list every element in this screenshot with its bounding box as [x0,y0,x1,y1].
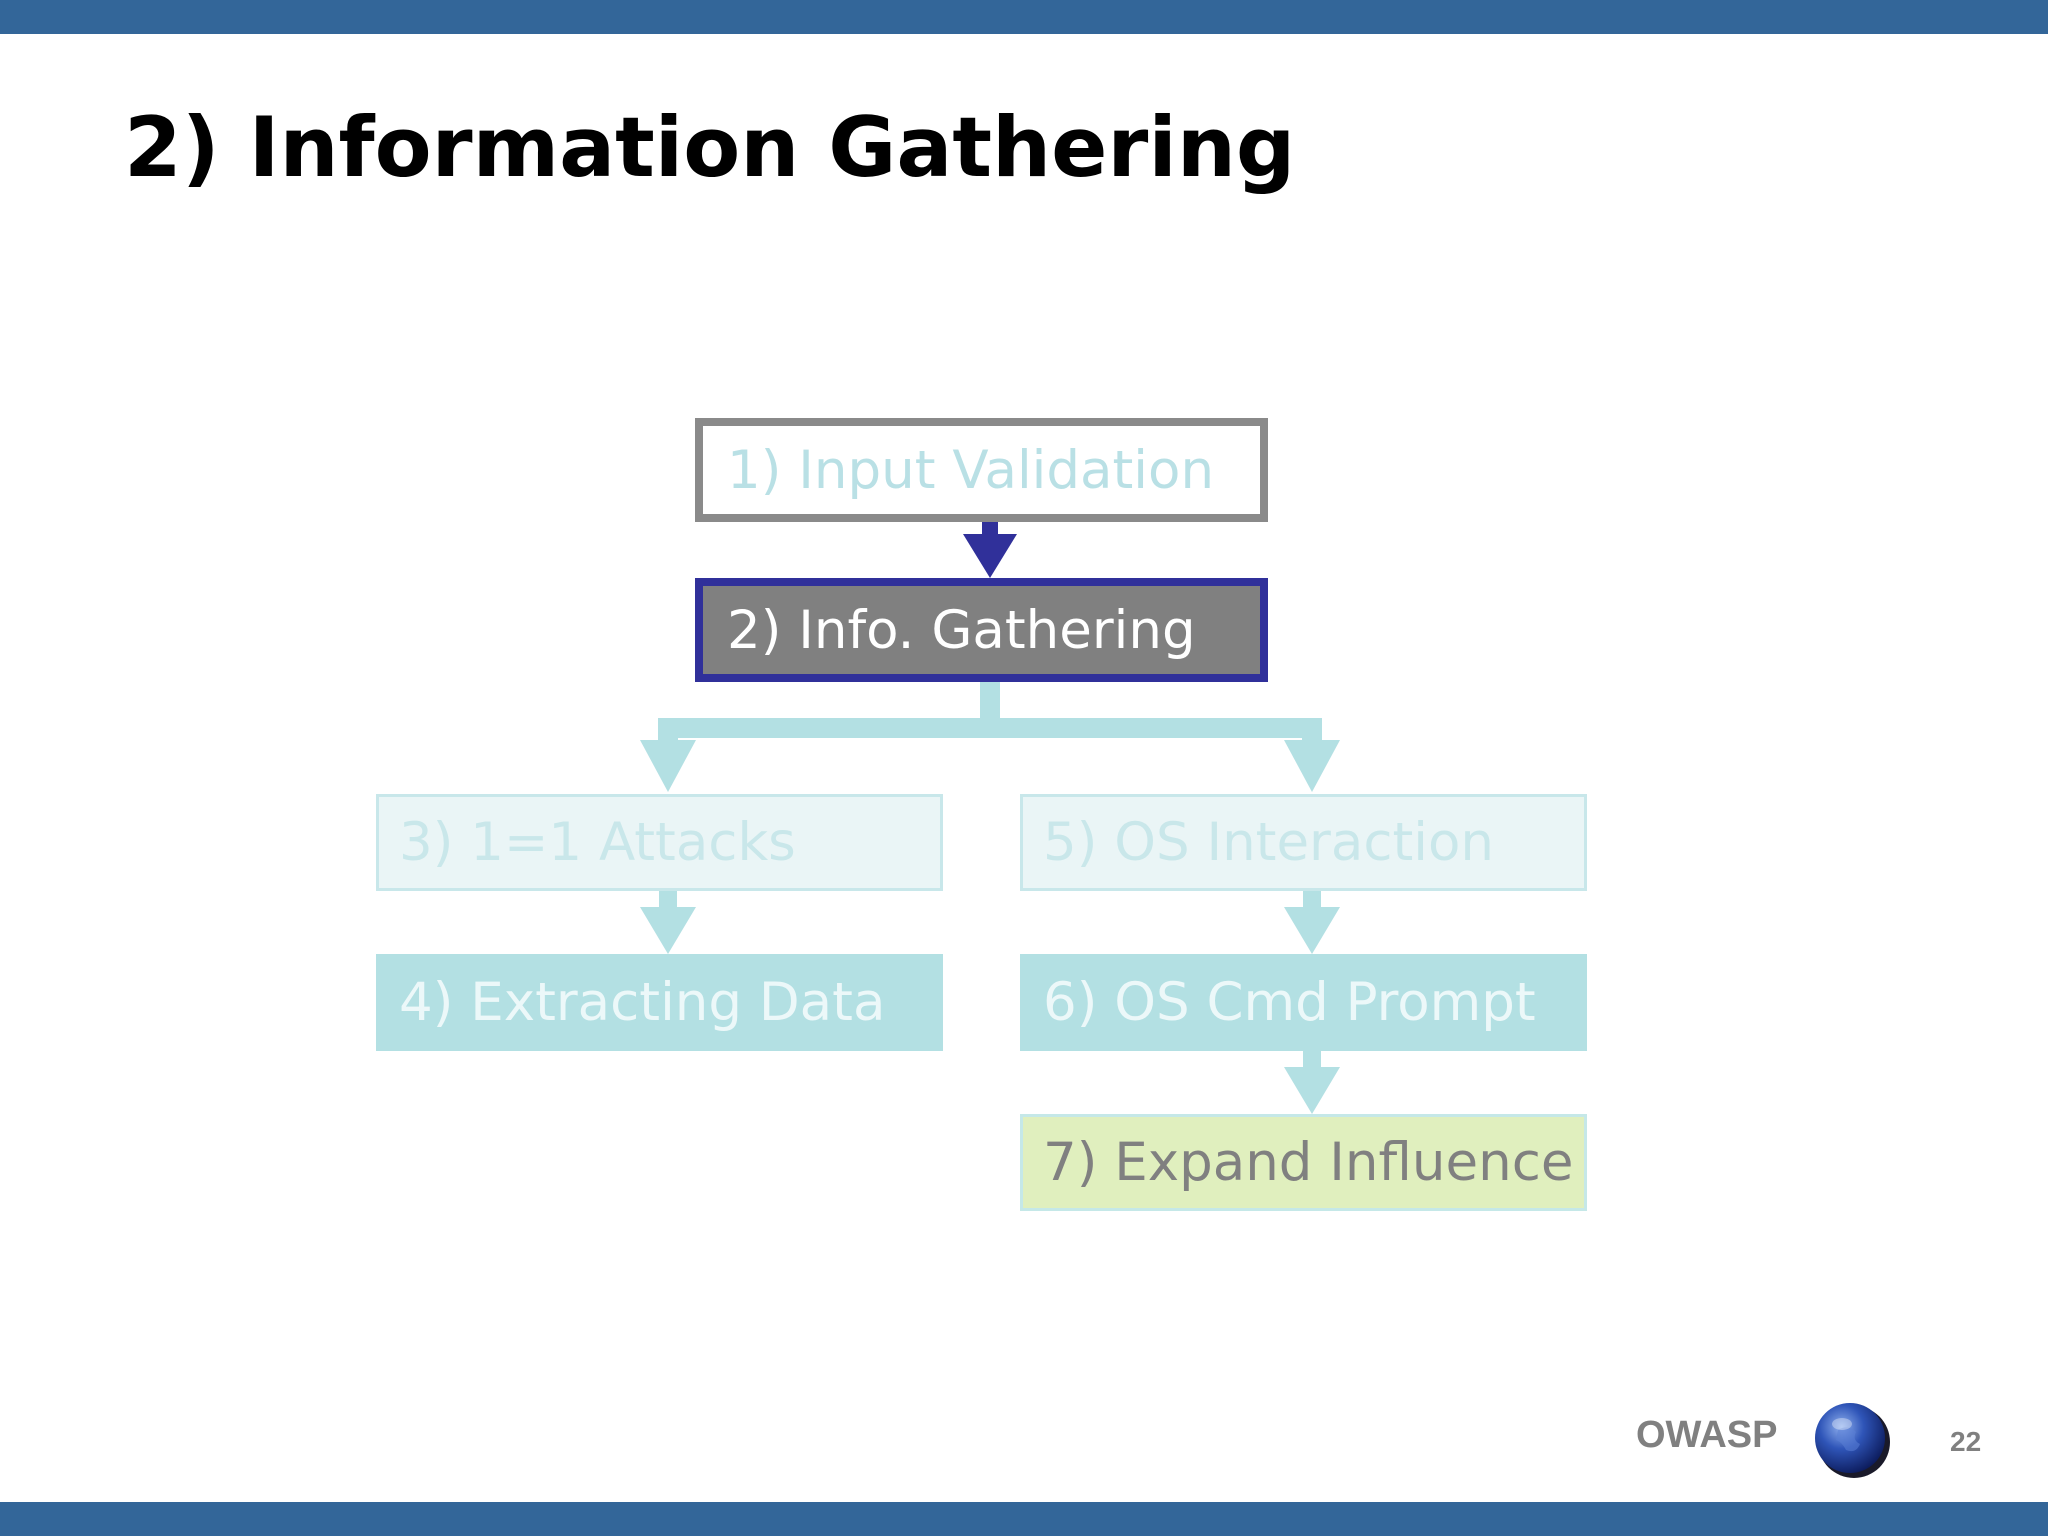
arrow-6-to-7 [1284,1051,1340,1114]
step-label: 7) Expand Influence [1043,1132,1574,1193]
owasp-globe-icon [1815,1403,1890,1478]
step-os-cmd-prompt: 6) OS Cmd Prompt [1020,954,1587,1051]
owasp-brand: OWASP [1636,1414,1778,1456]
arrow-3-to-4 [640,891,696,954]
bottom-band [0,1502,2048,1536]
step-extracting-data: 4) Extracting Data [376,954,943,1051]
slide-title: 2) Information Gathering [124,99,1296,196]
step-label: 5) OS Interaction [1043,812,1494,873]
step-expand-influence: 7) Expand Influence [1020,1114,1587,1211]
arrow-1-to-2 [963,522,1017,578]
step-os-interaction: 5) OS Interaction [1020,794,1587,891]
step-label: 1) Input Validation [727,439,1215,501]
step-label: 2) Info. Gathering [727,599,1196,661]
page-number: 22 [1950,1426,1982,1457]
step-1-equals-1-attacks: 3) 1=1 Attacks [376,794,943,891]
top-band [0,0,2048,34]
step-label: 4) Extracting Data [399,972,886,1033]
step-label: 6) OS Cmd Prompt [1043,972,1536,1033]
arrow-5-to-6 [1284,891,1340,954]
step-label: 3) 1=1 Attacks [399,812,796,873]
step-input-validation: 1) Input Validation [695,418,1268,522]
branch-connector [640,682,1340,792]
step-info-gathering: 2) Info. Gathering [695,578,1268,682]
